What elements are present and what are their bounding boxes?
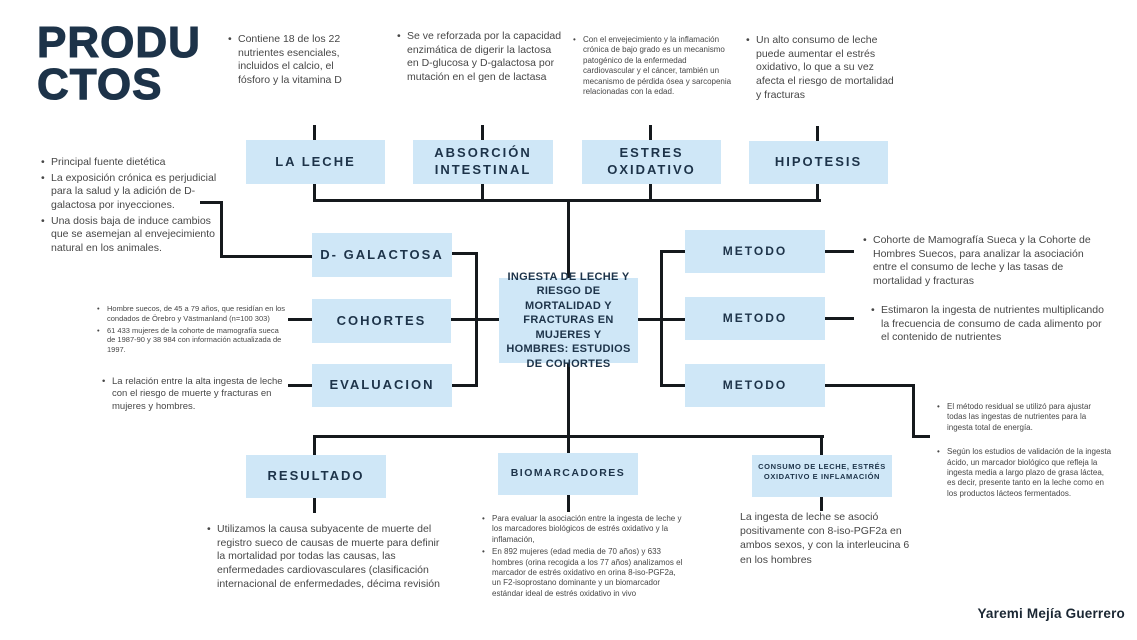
note-evaluacion: La relación entre la alta ingesta de lec… [101, 376, 291, 415]
note-item: Estimaron la ingesta de nutrientes multi… [870, 304, 1108, 345]
connector-resultado-top [313, 435, 316, 456]
node-consumo-leche: CONSUMO DE LECHE, ESTRÉS OXIDATIVO E INF… [752, 455, 892, 497]
note-biomarcadores: Para evaluar la asociación entre la inge… [481, 514, 686, 601]
connector-left-elbow-h2 [220, 255, 314, 258]
node-evaluacion: EVALUACION [312, 364, 452, 407]
note-hipotesis: Un alto consumo de leche puede aumentar … [745, 34, 895, 104]
node-la-leche: LA LECHE [246, 140, 385, 184]
connector-evaluacion-left [288, 384, 313, 387]
connector-hipotesis-bottom [816, 184, 819, 202]
node-hipotesis: HIPOTESIS [749, 141, 888, 184]
note-item: Según los estudios de validación de la i… [936, 447, 1112, 499]
note-item: Para evaluar la asociación entre la inge… [481, 514, 686, 545]
note-item: Contiene 18 de los 22 nutrientes esencia… [227, 33, 360, 88]
note-cohortes: Hombre suecos, de 45 a 79 años, que resi… [96, 304, 288, 357]
note-item: En 892 mujeres (edad media de 70 años) y… [481, 547, 686, 599]
connector-cohortes-right [450, 318, 500, 321]
page-title-line1: PRODU [36, 18, 201, 67]
note-metodo-1: Cohorte de Mamografía Sueca y la Cohorte… [862, 234, 1107, 291]
connector-metodo3-right-h [825, 384, 915, 387]
note-item: 61 433 mujeres de la cohorte de mamograf… [96, 326, 288, 355]
note-item: Un alto consumo de leche puede aumentar … [745, 34, 895, 102]
connector-estres-bottom [649, 184, 652, 202]
connector-la-leche-top [313, 125, 316, 141]
connector-dgalactosa-right [452, 252, 478, 255]
node-central-topic: INGESTA DE LECHE Y RIESGO DE MORTALIDAD … [499, 271, 638, 370]
connector-biomarcadores-top [567, 435, 570, 454]
node-metodo-1: METODO [685, 230, 825, 273]
note-item: Hombre suecos, de 45 a 79 años, que resi… [96, 304, 288, 324]
note-d-galactosa: Principal fuente dietética La exposición… [40, 156, 218, 257]
note-estres: Con el envejecimiento y la inflamación c… [572, 35, 734, 99]
connector-consumo-bottom [820, 497, 823, 511]
note-item: La exposición crónica es perjudicial par… [40, 172, 218, 213]
note-metodo-2: Estimaron la ingesta de nutrientes multi… [870, 304, 1108, 347]
connector-estres-top [649, 125, 652, 141]
connector-biomarcadores-bottom [567, 495, 570, 512]
page-title-line2: CTOS [36, 59, 163, 109]
connector-la-leche-bottom [313, 184, 316, 202]
connector-central-bottom [567, 362, 570, 438]
note-item: Una dosis baja de induce cambios que se … [40, 215, 218, 256]
node-cohortes: COHORTES [312, 299, 451, 343]
note-item: Principal fuente dietética [40, 156, 218, 170]
connector-metodo-vbus [660, 250, 663, 387]
connector-hipotesis-top [816, 126, 819, 141]
node-biomarcadores: BIOMARCADORES [498, 453, 638, 495]
connector-cohortes-left [288, 318, 313, 321]
connector-metodo3-left [660, 384, 686, 387]
connector-metodo3-right-v [912, 384, 915, 438]
note-metodo-3: El método residual se utilizó para ajust… [936, 402, 1112, 513]
note-item: Cohorte de Mamografía Sueca y la Cohorte… [862, 234, 1107, 289]
page-title: PRODU CTOS [36, 18, 201, 109]
connector-metodo1-left [660, 250, 686, 253]
note-resultado: Utilizamos la causa subyacente de muerte… [206, 523, 446, 593]
connector-resultado-bottom [313, 498, 316, 513]
connector-absorcion-top [481, 125, 484, 141]
author-signature: Yaremi Mejía Guerrero [977, 606, 1125, 621]
note-item: La relación entre la alta ingesta de lec… [101, 376, 291, 413]
connector-metodo2-right [825, 317, 854, 320]
note-item: El método residual se utilizó para ajust… [936, 402, 1112, 433]
connector-left-elbow-v [220, 201, 223, 258]
connector-absorcion-bottom [481, 184, 484, 202]
node-d-galactosa: D- GALACTOSA [312, 233, 452, 277]
node-estres-oxidativo: ESTRES OXIDATIVO [582, 140, 721, 184]
note-consumo: La ingesta de leche se asoció positivame… [740, 511, 910, 566]
connector-metodo1-right [825, 250, 854, 253]
note-absorcion: Se ve reforzada por la capacidad enzimát… [396, 30, 564, 87]
note-item: Con el envejecimiento y la inflamación c… [572, 35, 734, 97]
note-item: Se ve reforzada por la capacidad enzimát… [396, 30, 564, 85]
connector-consumo-top [820, 435, 823, 456]
note-la-leche: Contiene 18 de los 22 nutrientes esencia… [227, 33, 360, 90]
connector-evaluacion-right [452, 384, 478, 387]
node-metodo-3: METODO [685, 364, 825, 407]
note-item: Utilizamos la causa subyacente de muerte… [206, 523, 446, 591]
node-resultado: RESULTADO [246, 455, 386, 498]
node-absorcion-intestinal: ABSORCIÓN INTESTINAL [413, 140, 553, 184]
node-metodo-2: METODO [685, 297, 825, 340]
connector-central-top [567, 199, 570, 279]
connector-metodo3-right-hook [912, 435, 930, 438]
